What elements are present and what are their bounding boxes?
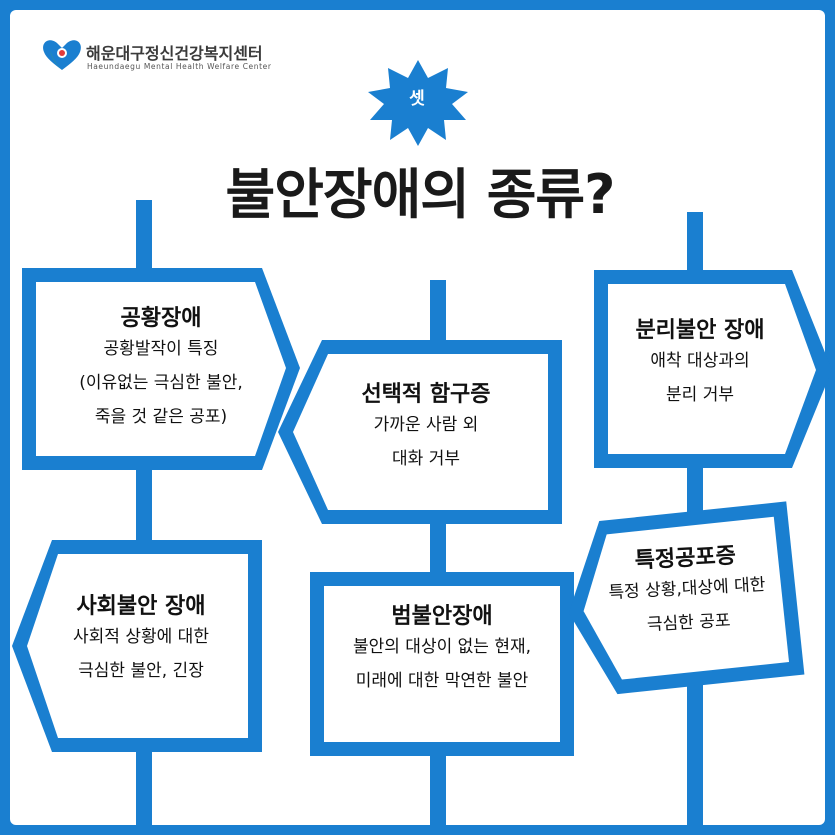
sign-card-separation: [608, 284, 816, 454]
sign-separation: 분리불안 장애 애착 대상과의 분리 거부: [600, 312, 800, 412]
sign-card-social: [27, 554, 248, 738]
sign-card-mutism: [293, 354, 548, 510]
sign-title: 범불안장애: [391, 604, 493, 629]
sign-line: 가까운 사람 외: [373, 415, 479, 435]
sign-title: 사회불안 장애: [76, 594, 206, 619]
sign-line: 애착 대상과의: [650, 351, 750, 371]
sign-line: 극심한 불안, 긴장: [78, 661, 204, 681]
badge-label: 셋: [409, 89, 425, 109]
sign-line: 대화 거부: [392, 449, 460, 469]
sign-card-panic: [36, 282, 286, 456]
logo-mark-icon: [43, 40, 81, 70]
sign-card-gad: [324, 586, 560, 742]
sign-title: 분리불안 장애: [635, 318, 765, 343]
badge-burst-icon: [368, 60, 468, 146]
sign-card-phobia: [583, 516, 790, 680]
sign-line: 미래에 대한 막연한 불안: [355, 671, 529, 691]
sign-line: 사회적 상황에 대한: [73, 627, 209, 647]
logo-name-english: Haeundaegu Mental Health Welfare Center: [87, 62, 272, 71]
sign-panic: 공황장애 공황발작이 특징 (이유없는 극심한 불안, 죽을 것 같은 공포): [36, 300, 286, 434]
sign-title: 공황장애: [120, 306, 202, 331]
sign-group-phobia: [568, 501, 805, 695]
sign-mutism: 선택적 함구증 가까운 사람 외 대화 거부: [304, 376, 548, 476]
sign-line: 불안의 대상이 없는 현재,: [352, 637, 531, 657]
sign-line: 죽을 것 같은 공포): [94, 407, 228, 427]
page-title: 불안장애의 종류?: [225, 163, 616, 226]
sign-line: 공황발작이 특징: [103, 339, 219, 359]
sign-line: (이유없는 극심한 불안,: [79, 373, 243, 393]
sign-title: 선택적 함구증: [361, 382, 491, 407]
sign-social: 사회불안 장애 사회적 상황에 대한 극심한 불안, 긴장: [34, 588, 248, 688]
logo-name-korean: 해운대구정신건강복지센터: [86, 44, 263, 63]
sign-gad: 범불안장애 불안의 대상이 없는 현재, 미래에 대한 막연한 불안: [318, 598, 566, 698]
sign-phobia: 특정공포증 특정 상황,대상에 대한 극심한 공포: [582, 535, 793, 646]
sign-line: 분리 거부: [666, 385, 734, 405]
